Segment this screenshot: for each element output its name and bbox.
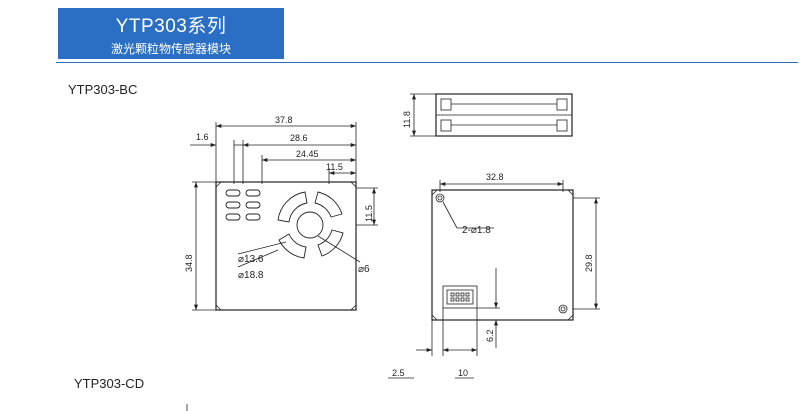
leader-dia1 (237, 241, 287, 255)
mount-hole-bottom-right (558, 304, 568, 314)
front-left-offset-label: 1.6 (196, 132, 209, 142)
side-thickness-label: 11.8 (402, 111, 412, 128)
back-body-outline (431, 189, 574, 321)
diameter-6-label: ⌀6 (358, 264, 370, 275)
series-subtitle: 激光颗粒物传感器模块 (110, 42, 231, 56)
connector (442, 285, 478, 309)
model-label-cd: YTP303-CD (74, 376, 145, 391)
front-top-dims (190, 122, 357, 184)
front-width-label: 37.8 (275, 115, 293, 125)
leader-dia3 (317, 235, 361, 263)
back-height-label: 29.8 (584, 254, 594, 272)
front-side-offset-label: 11.5 (364, 205, 374, 222)
mount-hole-top-left (435, 193, 445, 203)
vent-slots (225, 189, 261, 221)
connector-width-label: 10 (458, 368, 468, 378)
series-title: YTP303系列 (115, 16, 227, 37)
front-height-label: 34.8 (184, 254, 194, 272)
diameter-18-8-label: ⌀18.8 (238, 270, 264, 281)
title-banner: YTP303系列 激光颗粒物传感器模块 (58, 8, 284, 59)
hole-spec-label: 2-⌀1.8 (462, 225, 491, 236)
header-divider (56, 62, 798, 63)
back-width-label: 32.8 (486, 172, 504, 182)
model-label-bc: YTP303-BC (68, 82, 138, 97)
front-view: 37.8 28.6 24.45 11.5 1.6 34.8 11.5 ⌀13.6… (184, 115, 378, 311)
back-view (388, 180, 600, 379)
front-body-outline (215, 181, 357, 311)
front-height-dim (192, 181, 216, 311)
front-d1-label: 28.6 (290, 133, 308, 143)
side-view (410, 93, 573, 137)
connector-offset-label: 6.2 (485, 329, 495, 342)
fan-assembly (277, 191, 344, 259)
front-d2-label: 24.45 (296, 149, 319, 159)
front-side-dim (356, 187, 378, 226)
connector-x-label: 2.5 (392, 368, 405, 378)
front-d3-label: 11.5 (326, 162, 343, 172)
diameter-13-6-label: ⌀13.6 (238, 254, 264, 265)
leader-dia2 (237, 249, 279, 268)
